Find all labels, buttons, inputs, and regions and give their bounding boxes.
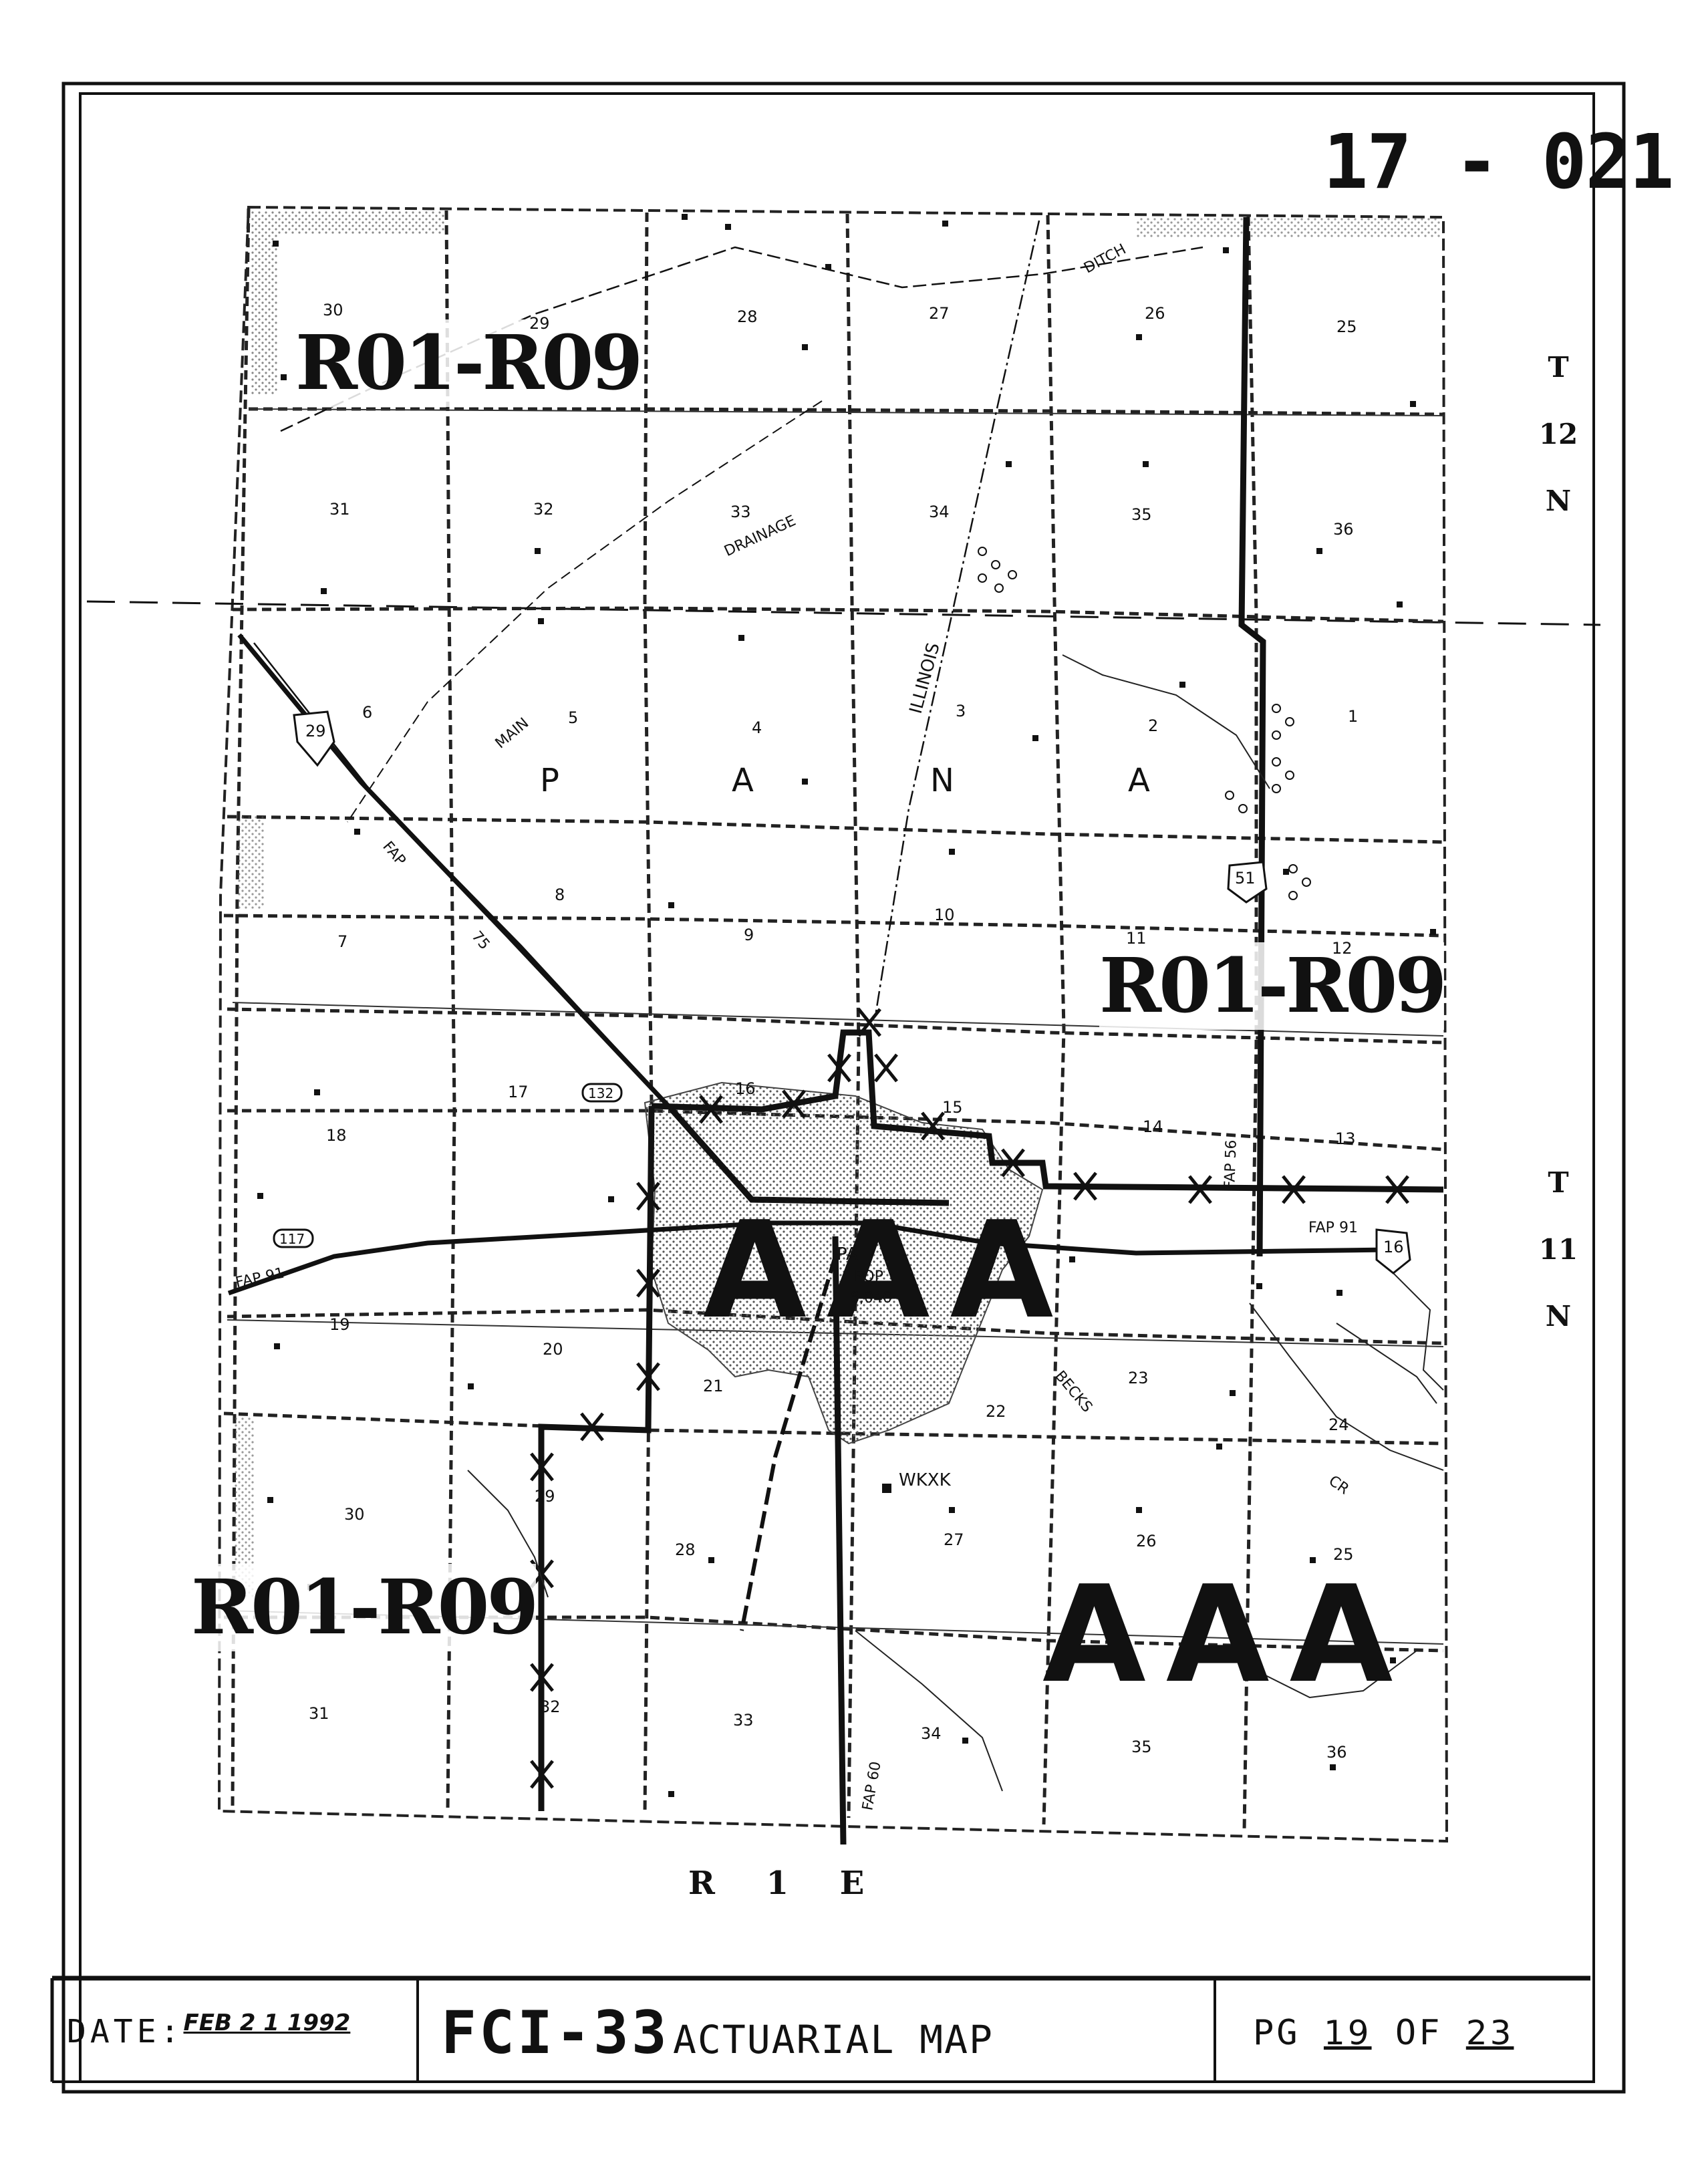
form-code: FCI-33 bbox=[441, 1998, 670, 2067]
section-number: 28 bbox=[737, 307, 758, 326]
section-number: 31 bbox=[309, 1704, 329, 1723]
rate-code-label-bottom: R01-R09 bbox=[191, 1564, 539, 1651]
township-t12n-line-3: N bbox=[1545, 485, 1572, 517]
township-line bbox=[86, 600, 1601, 626]
section-number: 29 bbox=[535, 1487, 555, 1506]
section-number: 7 bbox=[337, 932, 348, 951]
town-pop-value: 6,040 bbox=[850, 1290, 892, 1307]
outer-frame bbox=[61, 82, 1626, 2094]
form-title: ACTUARIAL MAP bbox=[672, 2017, 994, 2062]
footer-date: DATE:FEB 2 1 1992 bbox=[67, 2010, 351, 2050]
highways bbox=[227, 633, 1391, 1296]
section-number: 15 bbox=[942, 1098, 963, 1117]
section-number: 32 bbox=[540, 1697, 561, 1716]
section-number: 33 bbox=[733, 1711, 754, 1730]
town-letter-3: N bbox=[930, 762, 954, 799]
section-number: 13 bbox=[1335, 1129, 1356, 1148]
section-number: 35 bbox=[1131, 1738, 1152, 1756]
page-total: 23 bbox=[1465, 2014, 1514, 2052]
town-letter-4: A bbox=[1128, 762, 1150, 799]
range-label: R 1 E bbox=[688, 1865, 865, 1902]
township-label-t12n: T 12 N bbox=[1512, 334, 1605, 535]
section-number: 17 bbox=[508, 1083, 529, 1101]
zone-label-southeast: AAA bbox=[1042, 1557, 1413, 1713]
section-number: 11 bbox=[1126, 929, 1147, 948]
section-number: 36 bbox=[1333, 520, 1354, 539]
section-number: 6 bbox=[362, 703, 373, 722]
section-number: 14 bbox=[1143, 1117, 1163, 1136]
section-number: 19 bbox=[329, 1315, 350, 1334]
township-label-t11n: T 11 N bbox=[1512, 1149, 1605, 1350]
label-route-51: 51 bbox=[1235, 869, 1256, 888]
section-number: 12 bbox=[1332, 939, 1353, 958]
zone-label-town: AAA bbox=[703, 1193, 1074, 1349]
section-number: 22 bbox=[986, 1402, 1006, 1421]
township-t11n-line-2: 11 bbox=[1538, 1233, 1578, 1266]
town-letter-1: P bbox=[540, 762, 559, 799]
section-number: 29 bbox=[529, 314, 550, 333]
section-number: 5 bbox=[568, 708, 579, 727]
page-of: OF bbox=[1395, 2013, 1443, 2053]
section-number: 24 bbox=[1328, 1415, 1349, 1434]
label-route-117: 117 bbox=[279, 1231, 305, 1247]
footer-page: PG 19 OF 23 bbox=[1253, 2013, 1514, 2053]
section-number: 35 bbox=[1131, 505, 1152, 524]
section-number: 16 bbox=[735, 1079, 756, 1098]
section-number: 20 bbox=[543, 1340, 563, 1359]
date-value: FEB 2 1 1992 bbox=[183, 2010, 351, 2036]
label-fap-91-east: FAP 91 bbox=[1308, 1220, 1358, 1236]
label-route-132: 132 bbox=[588, 1085, 614, 1101]
section-number: 25 bbox=[1333, 1545, 1354, 1564]
town-name-fragment: PA bbox=[837, 1244, 858, 1264]
section-number: 34 bbox=[921, 1724, 942, 1743]
page-number: 19 bbox=[1323, 2014, 1372, 2052]
section-number: 4 bbox=[752, 718, 762, 737]
section-number: 28 bbox=[675, 1540, 696, 1559]
boundary-x-marks bbox=[530, 1008, 1409, 1789]
section-number: 23 bbox=[1128, 1369, 1149, 1387]
section-number: 10 bbox=[934, 906, 955, 924]
section-number: 25 bbox=[1336, 317, 1357, 336]
footer-form-title: FCI-33 ACTUARIAL MAP bbox=[441, 1998, 994, 2067]
rate-code-label-right: R01-R09 bbox=[1099, 942, 1447, 1030]
town-pop-label: POP bbox=[854, 1268, 883, 1285]
label-fap-56: FAP 56 bbox=[1222, 1139, 1240, 1190]
town-area bbox=[644, 1081, 1044, 1445]
section-number: 33 bbox=[730, 503, 751, 521]
township-t11n-line-1: T bbox=[1548, 1166, 1569, 1199]
section-number: 2 bbox=[1148, 716, 1159, 735]
label-wkxk: WKXK bbox=[899, 1470, 951, 1490]
township-t12n-line-2: 12 bbox=[1538, 418, 1578, 450]
section-number: 1 bbox=[1348, 707, 1359, 726]
township-t12n-line-1: T bbox=[1548, 351, 1569, 384]
section-number: 18 bbox=[326, 1126, 347, 1145]
section-number: 21 bbox=[703, 1377, 724, 1395]
section-number: 31 bbox=[329, 500, 350, 519]
label-route-29: 29 bbox=[305, 722, 326, 740]
section-number: 26 bbox=[1136, 1532, 1157, 1550]
section-number: 30 bbox=[323, 301, 343, 319]
date-label: DATE: bbox=[67, 2013, 184, 2050]
page-label: PG bbox=[1253, 2013, 1300, 2053]
section-number: 9 bbox=[744, 926, 754, 944]
section-number: 32 bbox=[533, 500, 554, 519]
section-number: 27 bbox=[929, 304, 950, 323]
section-number: 27 bbox=[944, 1530, 964, 1549]
rate-code-label-top: R01-R09 bbox=[295, 319, 643, 407]
section-number: 30 bbox=[344, 1505, 365, 1524]
section-number: 34 bbox=[929, 503, 950, 521]
section-number: 8 bbox=[555, 885, 565, 904]
section-number: 26 bbox=[1145, 304, 1165, 323]
town-letter-2: A bbox=[732, 762, 754, 799]
section-number: 36 bbox=[1326, 1743, 1347, 1762]
section-number: 3 bbox=[956, 702, 966, 720]
township-t11n-line-3: N bbox=[1545, 1300, 1572, 1333]
map-id: 17 - 021 bbox=[1323, 119, 1674, 206]
label-route-16: 16 bbox=[1383, 1238, 1404, 1256]
